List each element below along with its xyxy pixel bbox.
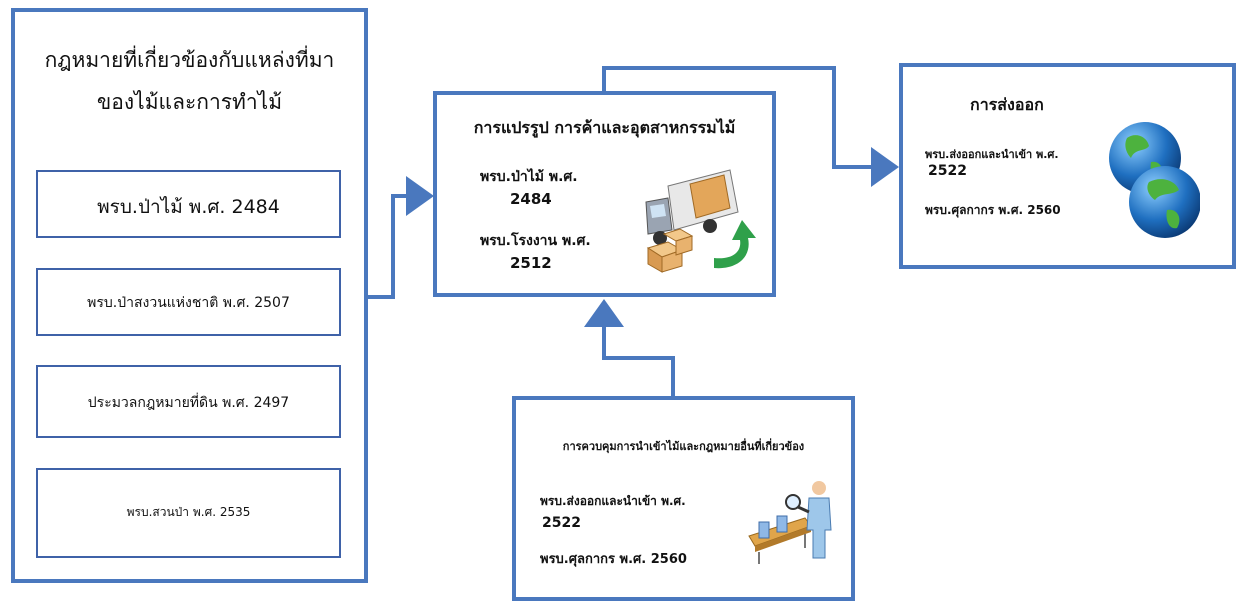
inspector-conveyor-icon (748, 481, 832, 564)
law-box-forest-plantation (36, 468, 341, 558)
delivery-truck-icon (645, 169, 756, 273)
control-title: การควบคุมการนำเข้าไม้และกฎหมายอื่นที่เกี… (562, 440, 805, 453)
arrow-left-to-processing (367, 176, 434, 299)
export-law2: พรบ.ศุลกากร พ.ศ. 2560 (925, 203, 1061, 217)
law-national-reserve: พรบ.ป่าสงวนแห่งชาติ พ.ศ. 2507 (87, 295, 290, 311)
processing-law2-line1: พรบ.โรงงาน พ.ศ. (480, 233, 591, 249)
law-box-land-code (36, 365, 341, 438)
processing-title: การแปรรูป การค้าและอุตสาหกรรมไม้ (473, 118, 736, 137)
globes-icon (1109, 122, 1200, 238)
law-forest-act: พรบ.ป่าไม้ พ.ศ. 2484 (97, 196, 280, 218)
arrow-control-to-processing (584, 299, 675, 396)
law-forest-plantation: พรบ.สวนป่า พ.ศ. 2535 (126, 505, 251, 519)
export-law1-line1: พรบ.ส่งออกและนำเข้า พ.ศ. (925, 148, 1059, 161)
processing-law2-line2: 2512 (510, 254, 552, 272)
source-laws-title-line1: กฎหมายที่เกี่ยวข้องกับแหล่งที่มา (44, 48, 335, 72)
export-law1-line2: 2522 (928, 163, 967, 179)
control-law1-line1: พรบ.ส่งออกและนำเข้า พ.ศ. (540, 494, 686, 508)
source-laws-title-line2: ของไม้และการทำไม้ (96, 90, 283, 114)
law-land-code: ประมวลกฎหมายที่ดิน พ.ศ. 2497 (87, 395, 290, 411)
processing-law1-line1: พรบ.ป่าไม้ พ.ศ. (480, 169, 578, 185)
export-title: การส่งออก (970, 95, 1044, 114)
law-box-forest-act (36, 170, 341, 238)
control-law1-line2: 2522 (542, 515, 581, 531)
law-box-national-reserve (36, 268, 341, 336)
arrow-processing-to-export (602, 66, 899, 187)
processing-law1-line2: 2484 (510, 190, 552, 208)
control-law2: พรบ.ศุลกากร พ.ศ. 2560 (540, 552, 687, 567)
